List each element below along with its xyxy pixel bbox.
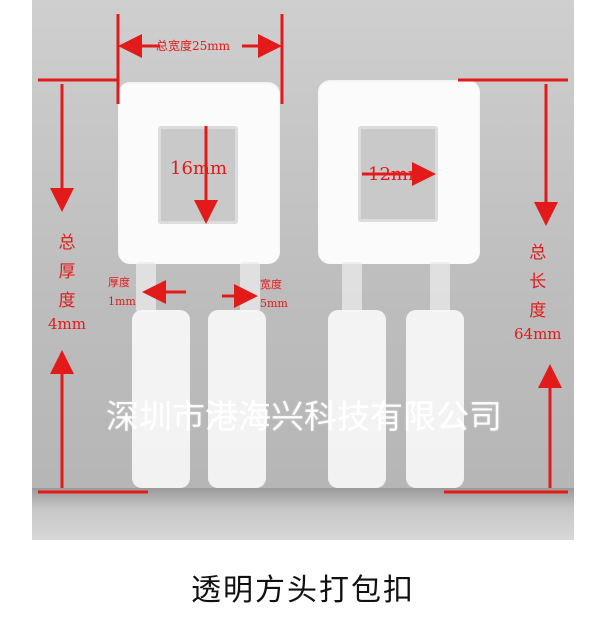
product-caption: 透明方头打包扣 (191, 573, 415, 608)
inner-width-label: 12mm (368, 164, 426, 185)
total-length-char-1: 总 (529, 243, 547, 263)
strap-width-label-title: 宽度 (260, 278, 282, 291)
dimension-arrows (38, 14, 568, 494)
total-thickness-label: 总 厚 度 4mm (48, 228, 86, 333)
display-ledge (32, 488, 574, 540)
buckle-left-leg-a (132, 310, 190, 488)
buckle-right-neck-b (430, 262, 450, 312)
thickness-label-value: 1mm (108, 295, 136, 308)
total-width-label: 总宽度25mm (156, 39, 231, 53)
total-length-label: 总 长 度 64mm (514, 238, 562, 343)
total-length-value: 64mm (514, 325, 562, 343)
thickness-label-title: 厚度 (108, 276, 130, 289)
thickness-label: 厚度 1mm (108, 274, 136, 308)
buckle-right-frame (318, 80, 480, 264)
company-watermark: 深圳市港海兴科技有限公司 (106, 397, 502, 436)
total-thickness-char-3: 度 (58, 291, 76, 311)
inner-height-label: 16mm (170, 158, 228, 179)
buckle-right-neck-a (342, 262, 362, 312)
buckle-left-leg-b (208, 310, 266, 488)
total-length-char-2: 长 (529, 272, 547, 292)
total-thickness-char-2: 厚 (58, 262, 76, 282)
buckle-right-leg-a (328, 310, 386, 488)
buckle-left-frame (118, 82, 280, 264)
strap-width-label: 宽度 5mm (260, 276, 288, 310)
product-photo (32, 0, 574, 540)
strap-width-label-value: 5mm (260, 297, 288, 310)
buckle-right-leg-b (406, 310, 464, 488)
total-thickness-value: 4mm (48, 315, 86, 333)
total-length-char-3: 度 (529, 301, 547, 321)
total-thickness-char-1: 总 (58, 233, 76, 253)
